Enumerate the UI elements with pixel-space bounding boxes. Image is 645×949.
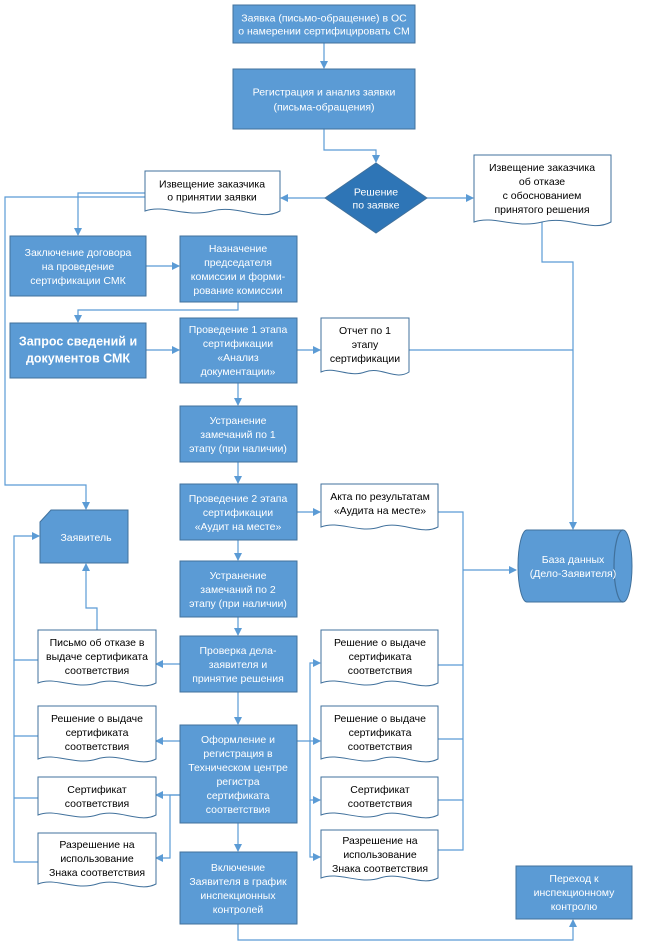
connector — [309, 741, 321, 804]
audit-act-document: Акта по результатам«Аудита на месте» — [320, 483, 439, 531]
connector — [323, 129, 380, 163]
connector — [297, 659, 321, 742]
connector — [74, 192, 145, 236]
applicant-text: Заявитель — [60, 532, 112, 544]
connector — [155, 794, 180, 862]
connector — [13, 660, 38, 863]
connector — [82, 563, 98, 630]
database-text: База данных(Дело-Заявителя) — [530, 554, 616, 580]
registration-analysis-node: Регистрация и анализ заявки(письма-обращ… — [232, 68, 416, 130]
connector — [74, 302, 239, 323]
connector — [309, 800, 321, 861]
connector — [13, 532, 40, 661]
connector — [438, 511, 464, 851]
audit-act-text: Акта по результатам«Аудита на месте» — [330, 491, 430, 517]
registration-analysis-text: Регистрация и анализ заявки(письма-обращ… — [253, 87, 396, 114]
database-node: База данных(Дело-Заявителя) — [517, 529, 633, 603]
connector — [541, 222, 577, 530]
connectors — [4, 43, 577, 941]
applicant-node: Заявитель — [39, 509, 129, 564]
connector — [237, 919, 577, 941]
connector — [4, 196, 145, 510]
